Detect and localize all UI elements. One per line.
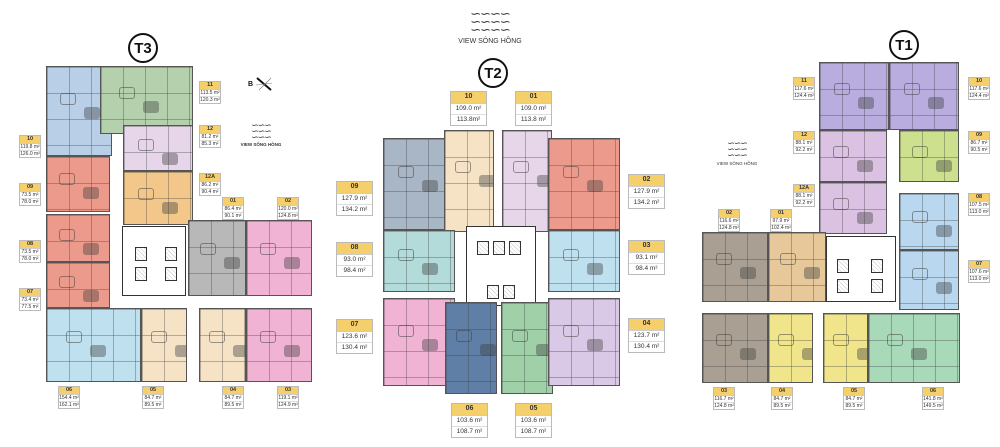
t2-unit-01[interactable] — [502, 130, 552, 232]
t1-unit-04[interactable] — [768, 313, 813, 383]
t3-unit-01[interactable] — [188, 220, 246, 296]
t2-river-view: ∽∽∽∽∽∽∽∽∽∽∽∽ VIEW SÔNG HỒNG — [440, 6, 540, 45]
tower-badge-t1: T1 — [889, 30, 919, 60]
river-waves-icon: ∽∽∽∽∽∽∽∽∽ — [251, 120, 272, 142]
river-waves-icon: ∽∽∽∽∽∽∽∽∽ — [727, 138, 748, 160]
t1-core — [826, 236, 896, 302]
t1-unit-12a[interactable] — [819, 182, 887, 234]
t3-river-view: ∽∽∽∽∽∽∽∽∽ VIEW SÔNG HỒNG — [236, 120, 286, 148]
t2-unit-04[interactable] — [548, 298, 620, 386]
t1-unit-10[interactable] — [889, 62, 959, 130]
t3-unit-08[interactable] — [46, 214, 110, 262]
elevator-icon — [165, 267, 177, 281]
t3-core — [122, 226, 186, 296]
t3-unit-11[interactable] — [100, 66, 193, 134]
t2-unit-08[interactable] — [383, 230, 455, 292]
tower-badge-t2: T2 — [478, 58, 508, 88]
elevator-icon — [837, 279, 849, 293]
compass-icon: B — [248, 76, 273, 92]
t1-unit-03[interactable] — [702, 313, 768, 383]
t2-unit-02[interactable] — [548, 138, 620, 230]
t2-unit-07[interactable] — [383, 298, 455, 386]
elevator-icon — [487, 285, 499, 299]
t1-river-view: ∽∽∽∽∽∽∽∽∽ VIEW SÔNG HỒNG — [712, 138, 762, 167]
t1-unit-09[interactable] — [899, 130, 959, 182]
t1-unit-01[interactable] — [768, 232, 826, 302]
t2-unit-03[interactable] — [548, 230, 620, 292]
elevator-icon — [837, 259, 849, 273]
t1-unit-02[interactable] — [702, 232, 768, 302]
elevator-icon — [509, 241, 521, 255]
t1-unit-12[interactable] — [819, 130, 887, 182]
t1-unit-11[interactable] — [819, 62, 889, 130]
elevator-icon — [135, 247, 147, 261]
t3-unit-05[interactable] — [141, 308, 187, 382]
elevator-icon — [135, 267, 147, 281]
t2-unit-09[interactable] — [383, 138, 455, 230]
elevator-icon — [493, 241, 505, 255]
t2-core — [466, 226, 536, 306]
t3-unit-07[interactable] — [46, 262, 110, 308]
t2-unit-10[interactable] — [444, 130, 494, 232]
elevator-icon — [871, 279, 883, 293]
t2-unit-06[interactable] — [445, 302, 497, 394]
t3-unit-02[interactable] — [246, 220, 312, 296]
elevator-icon — [503, 285, 515, 299]
t3-unit-09[interactable] — [46, 156, 110, 212]
t3-unit-12a[interactable] — [123, 171, 193, 225]
t1-unit-06[interactable] — [868, 313, 960, 383]
t1-unit-07[interactable] — [899, 250, 959, 310]
river-waves-icon: ∽∽∽∽∽∽∽∽∽∽∽∽ — [470, 6, 511, 37]
elevator-icon — [165, 247, 177, 261]
elevator-icon — [871, 259, 883, 273]
t1-unit-05[interactable] — [823, 313, 868, 383]
tower-badge-t3: T3 — [128, 33, 158, 63]
t3-unit-12[interactable] — [123, 125, 193, 171]
t3-unit-06[interactable] — [46, 308, 141, 382]
t3-unit-04[interactable] — [199, 308, 246, 382]
t1-unit-08[interactable] — [899, 193, 959, 250]
t3-unit-03[interactable] — [246, 308, 312, 382]
t2-unit-05[interactable] — [501, 302, 553, 394]
elevator-icon — [477, 241, 489, 255]
north-arrow-icon — [255, 77, 273, 91]
